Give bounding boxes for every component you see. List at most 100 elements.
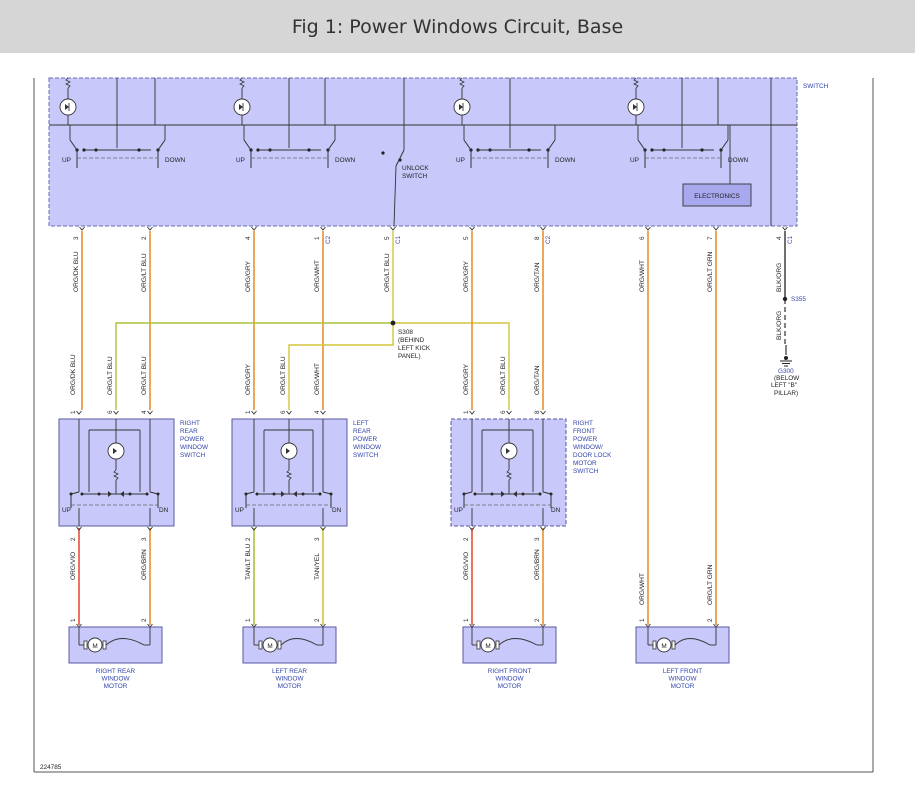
motor-label: RIGHT REAR	[96, 668, 136, 675]
led-diode-icon	[633, 104, 637, 110]
master-wire-label: ORG/WHT	[314, 260, 321, 292]
master-pin-number: 1	[314, 236, 321, 240]
switch-blade	[245, 491, 255, 495]
up-label: UP	[236, 157, 245, 164]
motor-brush	[671, 640, 676, 650]
window-switch-label: RIGHT	[573, 420, 593, 427]
electronics-box	[682, 183, 752, 207]
window-switch-label: DOOR LOCK	[573, 452, 612, 459]
unlock-label-2: SWITCH	[402, 173, 428, 180]
switch-pin-number: 4	[314, 410, 321, 414]
switch-blade	[637, 139, 646, 151]
resistor-icon	[633, 77, 639, 89]
window-switch-box	[58, 418, 175, 527]
led-diode-icon	[239, 104, 243, 110]
master-pin-number: 6	[639, 236, 646, 240]
motor-symbol: M	[267, 643, 272, 650]
splice-s308-label: S308	[398, 329, 413, 336]
contact-dot	[700, 148, 704, 152]
master-pin-number: 4	[776, 236, 783, 240]
switch-up-label: UP	[454, 507, 463, 514]
switch-bottom-pin-number: 3	[141, 537, 148, 541]
switch-pin-arrow	[469, 410, 475, 415]
master-pin-arrow	[147, 226, 153, 231]
switch-wire-label: ORG/TAN	[534, 365, 541, 395]
switch-blade	[70, 491, 80, 495]
switch-dn-label: DN	[551, 507, 561, 514]
switch-pin-arrow	[76, 410, 82, 415]
master-pin-arrow	[713, 226, 719, 231]
contact-dot	[307, 148, 311, 152]
splice-s308-loc3: PANEL)	[398, 353, 421, 360]
splice-s308-loc2: LEFT KICK	[398, 345, 431, 352]
window-switch-label: WINDOW	[180, 444, 209, 451]
motor-label: LEFT REAR	[272, 668, 307, 675]
motor-symbol: M	[485, 643, 490, 650]
diode-icon	[293, 491, 297, 497]
master-wire-label: BLK/ORG	[776, 263, 783, 292]
switch-bottom-pin-number: 2	[245, 537, 252, 541]
motor-brush	[102, 640, 107, 650]
switch-blade	[720, 139, 729, 151]
master-pin-connector: C2	[325, 235, 332, 244]
master-wire-label: ORG/LT BLU	[384, 253, 391, 292]
motor-brush	[495, 640, 500, 650]
window-switch-label: REAR	[180, 428, 198, 435]
diode-icon	[120, 491, 124, 497]
led-diode-icon	[65, 104, 69, 110]
switch-wire-label: ORG/LT BLU	[280, 356, 287, 395]
window-switch-label: RIGHT	[180, 420, 200, 427]
diode-icon	[513, 491, 517, 497]
switch-bottom-pin-arrow	[251, 526, 257, 531]
motor-icon	[262, 637, 278, 653]
master-wire-label: ORG/TAN	[534, 262, 541, 292]
motor-label: RIGHT FRONT	[488, 668, 532, 675]
motor-pin-number: 2	[141, 618, 148, 622]
motor-brush	[277, 640, 282, 650]
motor-symbol: M	[92, 643, 97, 650]
splices: S308 (BEHIND LEFT KICK PANEL) S355 G300 …	[390, 296, 806, 397]
resistor-icon	[286, 469, 292, 481]
switch-dn-label: DN	[159, 507, 169, 514]
master-pin-number: 5	[384, 236, 391, 240]
master-pin-connector: C1	[395, 235, 402, 244]
window-switch-label: WINDOW/	[573, 444, 603, 451]
led-diode-icon	[506, 448, 510, 454]
master-switch-label: SWITCH	[803, 83, 829, 90]
title-bar: Fig 1: Power Windows Circuit, Base	[0, 0, 915, 53]
lf-wire-label: ORG/LT GRN	[707, 564, 714, 605]
up-label: UP	[456, 157, 465, 164]
master-pin-number: 8	[534, 236, 541, 240]
master-wire-label: ORG/WHT	[639, 260, 646, 292]
motor-label: WINDOW	[495, 676, 524, 683]
ground-g300-loc1: (BELOW	[774, 375, 800, 382]
motor-wire-label: TAN/YEL	[314, 553, 321, 580]
motor-brush	[476, 640, 481, 650]
motor-curve	[498, 638, 538, 646]
up-label: UP	[62, 157, 71, 164]
resistor-icon	[113, 469, 119, 481]
motor-icon	[87, 637, 103, 653]
resistor-icon	[239, 77, 245, 89]
motor-wire-label: ORG/BRN	[141, 549, 148, 580]
window-switch-label: REAR	[353, 428, 371, 435]
switch-pin-arrow	[540, 410, 546, 415]
master-pin-arrow	[390, 226, 396, 231]
motor-curve	[280, 638, 318, 646]
motor-curve	[105, 638, 145, 646]
switch-blade	[157, 139, 166, 151]
window-switch-label: SWITCH	[353, 452, 379, 459]
master-pin-connector: C1	[787, 235, 794, 244]
motor-pin-number: 1	[70, 618, 77, 622]
lf-wire-label: ORG/WHT	[639, 573, 646, 605]
switch-blade	[463, 491, 473, 495]
motor-pin-number: 1	[463, 618, 470, 622]
motor-pin-number: 1	[245, 618, 252, 622]
motor-label: MOTOR	[498, 683, 522, 690]
motor-wire-label: TAN/LT BLU	[245, 543, 252, 580]
down-label: DOWN	[335, 157, 356, 164]
switch-wire-label: ORG/GRY	[245, 363, 252, 395]
master-pin-arrow	[320, 226, 326, 231]
